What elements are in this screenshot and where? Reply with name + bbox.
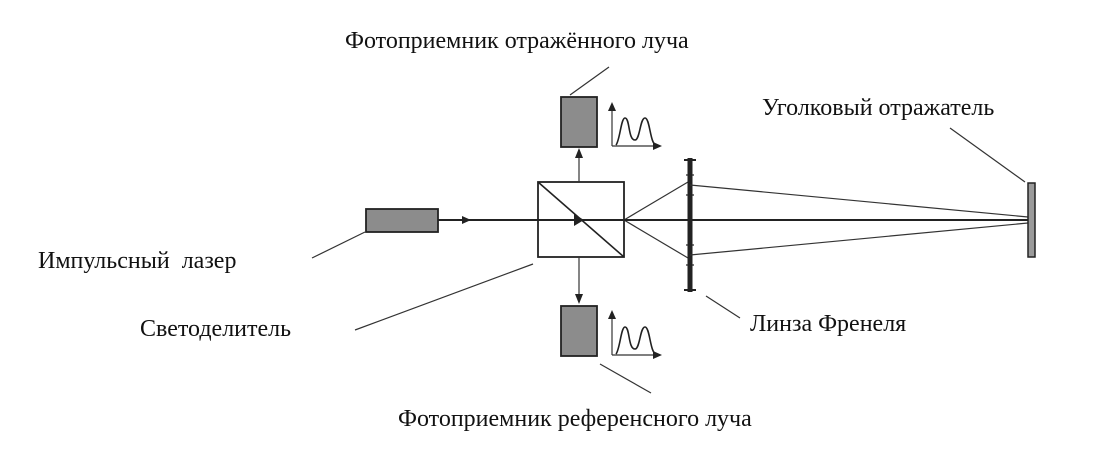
- leader-reference-detector: [599, 363, 652, 394]
- leader-pulsed-laser: [311, 231, 366, 259]
- fresnel-lens: [684, 158, 696, 292]
- ray-lower-diverging: [623, 219, 689, 259]
- corner-reflector-block: [1027, 182, 1036, 258]
- laser-beam-arrow: [462, 216, 471, 224]
- ray-upper-diverging: [623, 181, 689, 221]
- reference-photodetector-block: [560, 305, 598, 357]
- reflected-photodetector-block: [560, 96, 598, 148]
- leader-beam-splitter: [354, 263, 534, 331]
- label-pulsed-laser: Импульсный лазер: [38, 248, 236, 274]
- pulsed-laser-block: [365, 208, 439, 233]
- leader-corner-reflector: [949, 127, 1026, 183]
- ray-lower-converging: [689, 222, 1029, 256]
- reflected-signal-pulse-icon: [608, 102, 662, 150]
- leader-reflected-detector: [569, 66, 610, 96]
- reflected-beam-arrow: [575, 148, 583, 158]
- leader-fresnel-lens: [705, 295, 741, 319]
- label-reflected-detector: Фотоприемник отражённого луча: [345, 28, 689, 54]
- beam-splitter-cube: [537, 181, 625, 258]
- ray-upper-converging: [689, 184, 1029, 218]
- label-beam-splitter: Светоделитель: [140, 316, 291, 342]
- reference-signal-pulse-icon: [608, 310, 662, 359]
- reference-beam-arrow: [575, 294, 583, 304]
- label-fresnel-lens: Линза Френеля: [750, 311, 906, 337]
- label-corner-reflector: Уголковый отражатель: [762, 95, 994, 121]
- label-reference-detector: Фотоприемник референсного луча: [398, 406, 752, 432]
